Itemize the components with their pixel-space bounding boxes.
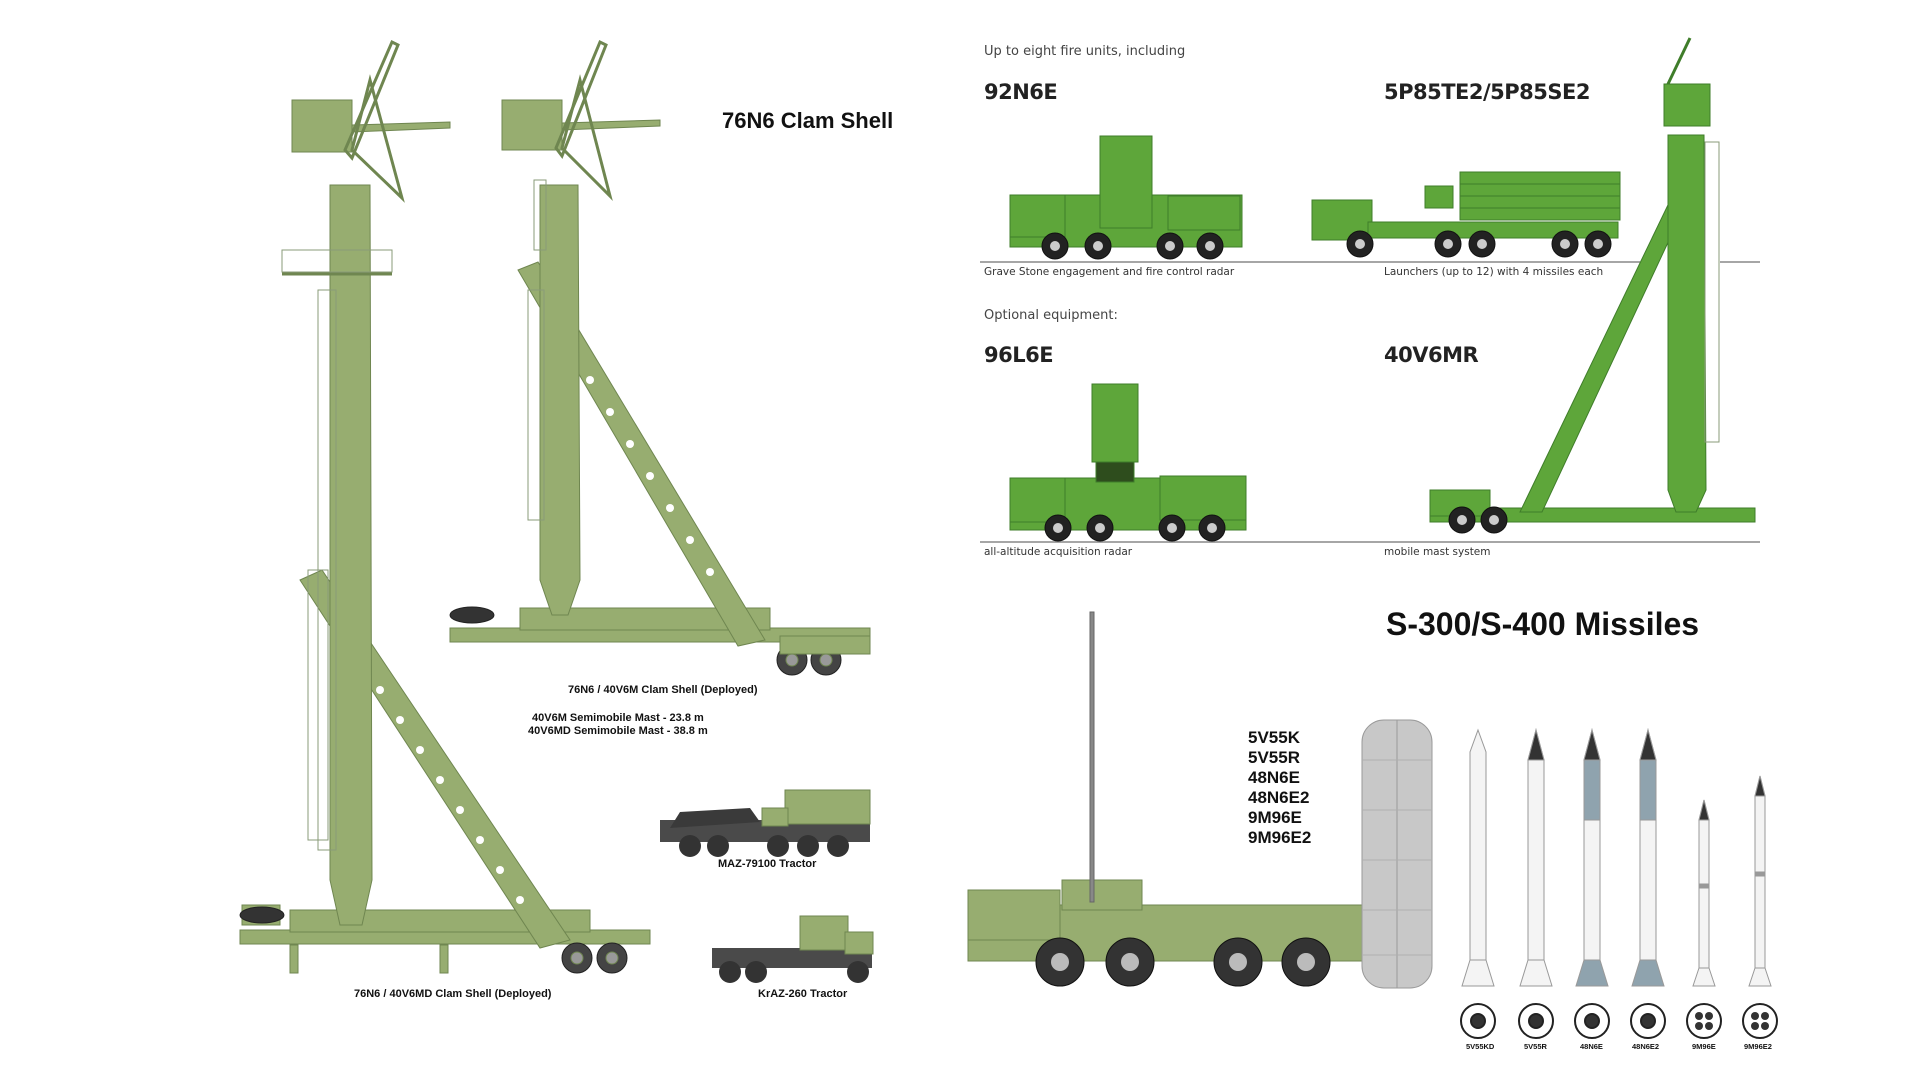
missile-list-item: 48N6E2 [1248,788,1310,807]
missile-5v55k [1461,728,1495,987]
missile-list: 5V55K 5V55R 48N6E 48N6E2 9M96E 9M96E2 [1248,728,1311,848]
unit-40v6mr-caption: mobile mast system [1384,546,1491,558]
missile-5v55r [1519,728,1553,987]
mast-spec-40v6md: 40V6MD Semimobile Mast - 38.8 m [528,725,708,737]
missile-list-item: 9M96E [1248,808,1302,827]
cross-section-label: 48N6E2 [1632,1042,1660,1051]
missile-48n6e [1575,728,1609,987]
unit-40v6mr-name: 40V6MR [1384,343,1479,367]
cross-section-9m96e [1686,1003,1722,1039]
unit-5p85-caption: Launchers (up to 12) with 4 missiles eac… [1384,266,1604,278]
missile-list-item: 48N6E [1248,768,1300,787]
unit-92n6e-caption: Grave Stone engagement and fire control … [984,266,1235,278]
cross-section-5v55kd [1460,1003,1496,1039]
caption-40v6md-deployed: 76N6 / 40V6MD Clam Shell (Deployed) [354,988,552,1000]
missile-48n6e2 [1631,728,1665,987]
missile-list-item: 9M96E2 [1248,828,1312,847]
cross-section-9m96e2 [1742,1003,1778,1039]
missile-list-item: 5V55R [1248,748,1300,767]
caption-40v6m-deployed: 76N6 / 40V6M Clam Shell (Deployed) [568,684,758,696]
unit-96l6e-caption: all-altitude acquisition radar [984,546,1133,558]
kraz-260-tractor-illustration [712,915,874,983]
clam-shell-title: 76N6 Clam Shell [722,108,894,133]
caption-maz-79100: MAZ-79100 Tractor [718,858,817,870]
mast-spec-40v6m: 40V6M Semimobile Mast - 23.8 m [532,712,704,724]
92n6e-radar-truck-illustration [1009,135,1243,260]
96l6e-radar-truck-illustration [1009,383,1247,542]
cross-section-label: 5V55R [1524,1042,1547,1051]
cross-section-label: 9M96E [1692,1042,1716,1051]
unit-92n6e-name: 92N6E [984,80,1058,104]
cross-section-label: 5V55KD [1466,1042,1495,1051]
5p85-launcher-illustration [1311,171,1621,258]
cross-section-5v55r [1518,1003,1554,1039]
missile-cross-sections [1460,1003,1778,1039]
mast-40v6m-illustration [449,39,871,676]
missile-9m96e [1692,799,1716,987]
mast-40v6md-illustration [239,39,651,974]
cross-section-48n6e [1574,1003,1610,1039]
cross-section-48n6e2 [1630,1003,1666,1039]
cross-section-label: 9M96E2 [1744,1042,1772,1051]
unit-5p85-name: 5P85TE2/5P85SE2 [1384,80,1591,104]
cross-section-label: 48N6E [1580,1042,1603,1051]
40v6mr-mobile-mast-illustration [1429,37,1756,534]
fire-units-intro: Up to eight fire units, including [984,44,1186,59]
caption-kraz-260: KrAZ-260 Tractor [758,988,848,1000]
missile-9m96e2 [1748,775,1772,987]
s300-launcher-truck-illustration [967,611,1433,989]
unit-96l6e-name: 96L6E [984,343,1054,367]
missiles-title: S-300/S-400 Missiles [1386,606,1700,642]
missile-profiles [1461,728,1772,987]
maz-79100-tractor-illustration [660,789,871,857]
missile-list-item: 5V55K [1248,728,1300,747]
optional-equipment-heading: Optional equipment: [984,308,1118,323]
